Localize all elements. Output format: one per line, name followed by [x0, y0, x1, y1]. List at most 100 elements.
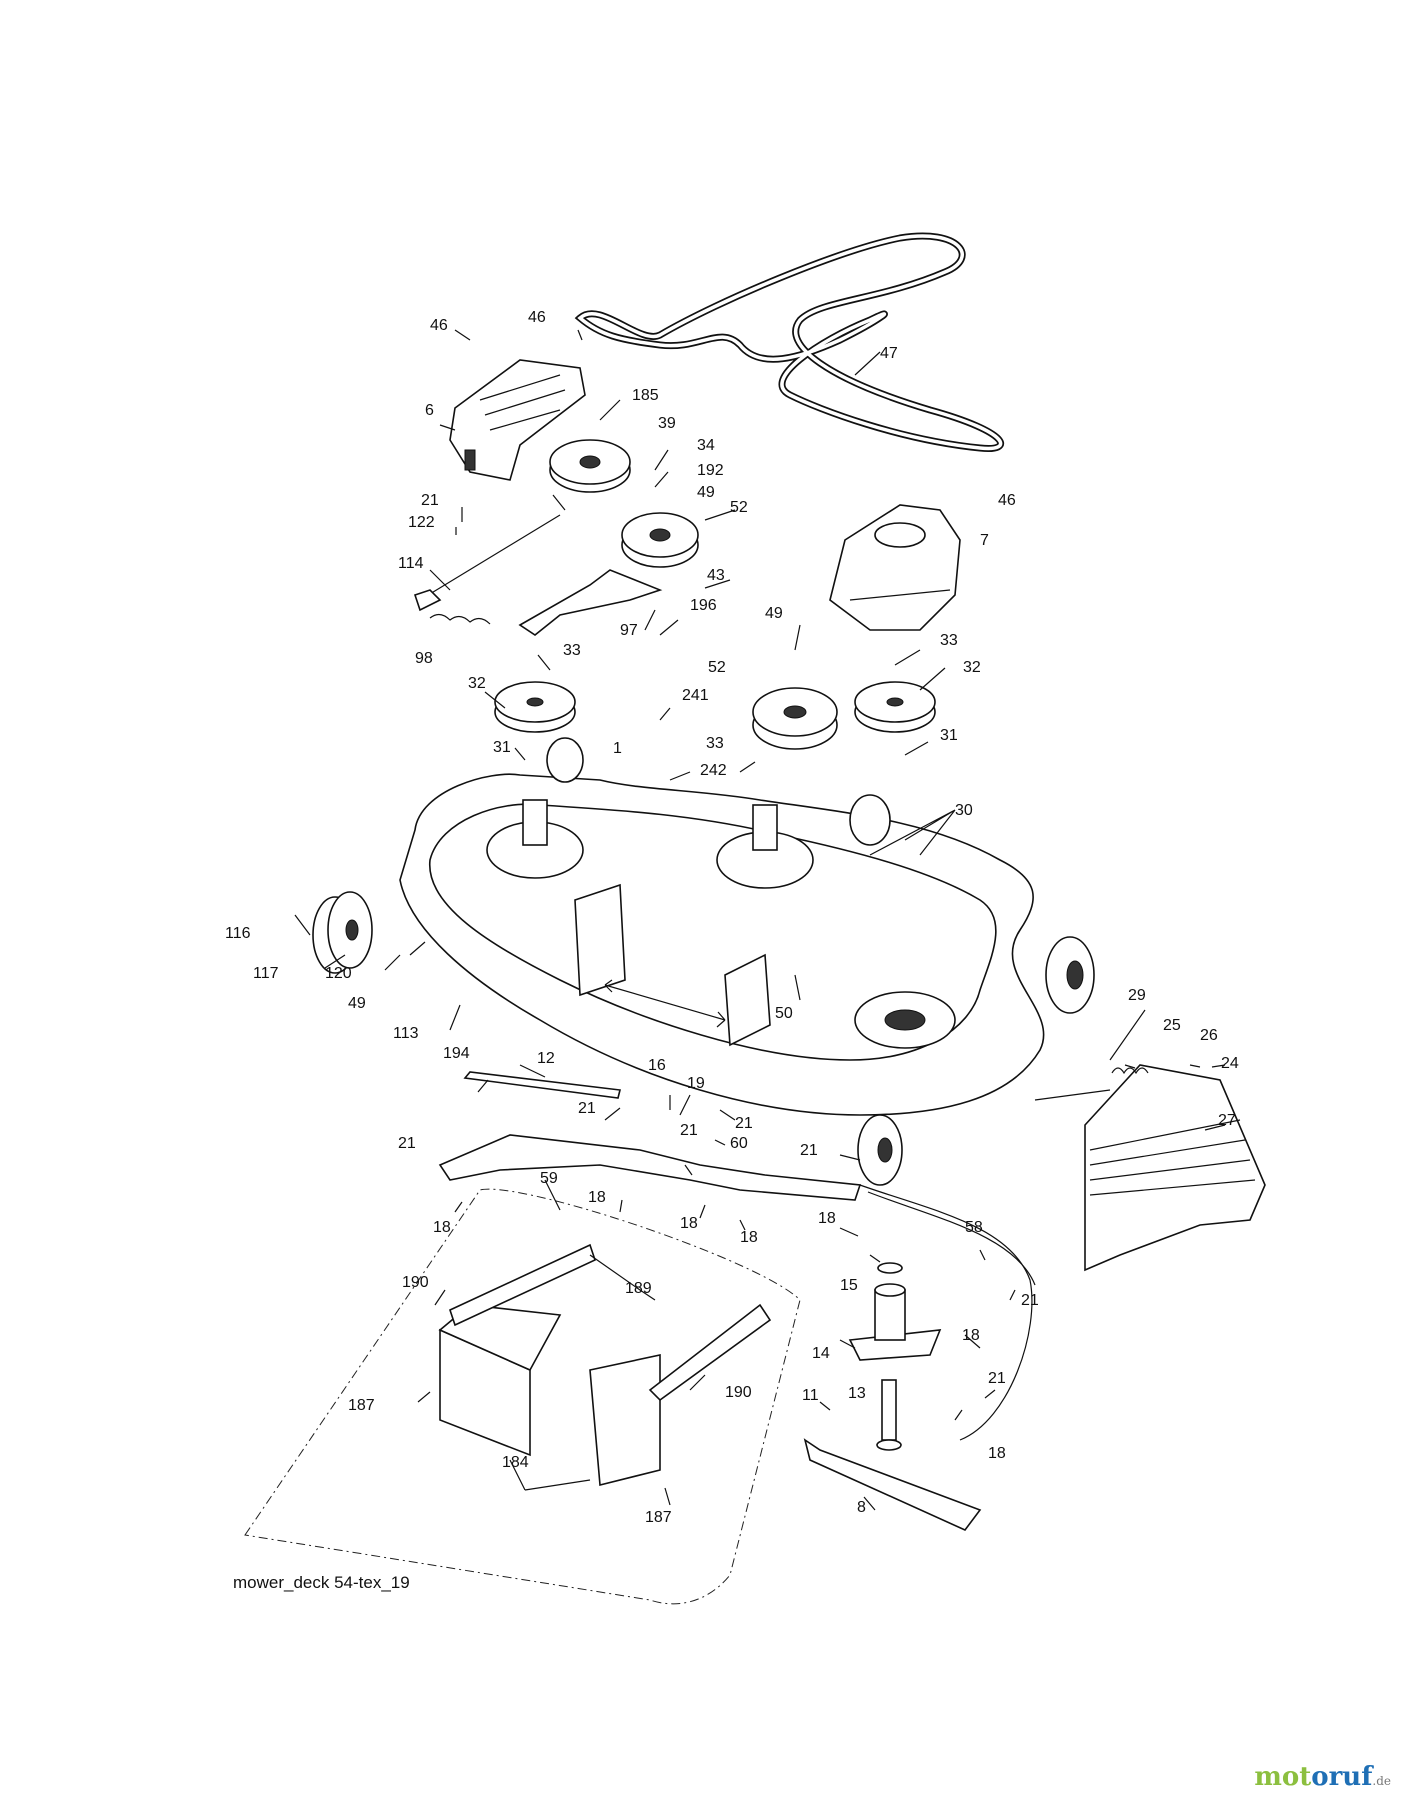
callout-241: 241 [682, 687, 709, 704]
deck-link-59-60 [438, 1134, 862, 1201]
callout-196: 196 [690, 597, 717, 614]
callout-242: 242 [700, 762, 727, 779]
callout-33: 33 [706, 735, 724, 752]
callout-97: 97 [620, 622, 638, 639]
callout-46: 46 [528, 309, 546, 326]
callout-27: 27 [1218, 1112, 1236, 1129]
callout-122: 122 [408, 514, 435, 531]
callout-8: 8 [857, 1499, 866, 1516]
callout-34: 34 [697, 437, 715, 454]
kit-bracket-left [438, 1243, 596, 1457]
callout-29: 29 [1128, 987, 1146, 1004]
drive-belt-47 [574, 232, 1004, 453]
callout-113: 113 [393, 1025, 419, 1042]
callout-116: 116 [225, 925, 251, 942]
callout-25: 25 [1163, 1017, 1181, 1034]
idler-pulley-52-upper [621, 512, 699, 568]
callout-194: 194 [443, 1045, 470, 1062]
idler-pulley-52-lower [752, 687, 838, 750]
callout-labels: 46 46 46 47 6 185 39 34 192 49 52 21 122… [225, 309, 1239, 1526]
callout-7: 7 [980, 532, 989, 549]
callout-31: 31 [940, 727, 958, 744]
callout-31: 31 [493, 739, 511, 756]
callout-leader-lines [294, 329, 1226, 1511]
idler-arm-43 [518, 569, 663, 636]
gauge-wheel-117 [312, 891, 373, 974]
gauge-wheel-front-center [857, 1114, 903, 1186]
spindle-shaft-13 [876, 1379, 902, 1451]
callout-184: 184 [502, 1454, 529, 1471]
callout-185: 185 [632, 387, 659, 404]
callout-18: 18 [818, 1210, 836, 1227]
callout-30: 30 [955, 802, 973, 819]
optional-kit-boundary [244, 1188, 801, 1605]
callout-52: 52 [708, 659, 726, 676]
gauge-wheel-front-right [1045, 936, 1095, 1014]
callout-21: 21 [988, 1370, 1006, 1387]
callout-190: 190 [725, 1384, 752, 1401]
callout-47: 47 [880, 345, 898, 362]
callout-21: 21 [680, 1122, 698, 1139]
gauge-wheel-rear-left [546, 737, 584, 783]
callout-58: 58 [965, 1219, 983, 1236]
spindle-pulley-32-right [854, 681, 936, 733]
callout-49: 49 [765, 605, 783, 622]
callout-32: 32 [963, 659, 981, 676]
callout-46: 46 [430, 317, 448, 334]
belt-cover-right-7 [829, 504, 961, 631]
callout-187: 187 [645, 1509, 672, 1526]
kit-bracket-right [589, 1303, 772, 1487]
callout-43: 43 [707, 567, 725, 584]
callout-52: 52 [730, 499, 748, 516]
callout-33: 33 [563, 642, 581, 659]
washer-15 [877, 1262, 903, 1274]
motoruf-logo[interactable]: motoruf.de [1254, 1762, 1391, 1792]
callout-60: 60 [730, 1135, 748, 1152]
callout-49: 49 [348, 995, 366, 1012]
callout-21: 21 [578, 1100, 596, 1117]
discharge-chute-27 [1084, 1064, 1266, 1272]
callout-18: 18 [740, 1229, 758, 1246]
callout-114: 114 [398, 555, 424, 572]
callout-50: 50 [775, 1005, 793, 1022]
callout-21: 21 [421, 492, 439, 509]
callout-16: 16 [648, 1057, 666, 1074]
callout-19: 19 [687, 1075, 705, 1092]
deck-link-12 [463, 1071, 621, 1099]
callout-33: 33 [940, 632, 958, 649]
blade-11 [803, 1438, 982, 1531]
pulley-39 [549, 439, 631, 493]
callout-21: 21 [1021, 1292, 1039, 1309]
callout-98: 98 [415, 650, 433, 667]
callout-18: 18 [588, 1189, 606, 1206]
callout-12: 12 [537, 1050, 555, 1067]
callout-49: 49 [697, 484, 715, 501]
callout-26: 26 [1200, 1027, 1218, 1044]
rod-29 [1034, 1089, 1111, 1101]
callout-18: 18 [962, 1327, 980, 1344]
callout-14: 14 [812, 1345, 830, 1362]
mower-deck-1 [399, 773, 1045, 1116]
callout-46: 46 [998, 492, 1016, 509]
callout-190: 190 [402, 1274, 429, 1291]
belt-cover-left-6 [449, 359, 586, 481]
callout-18: 18 [680, 1215, 698, 1232]
callout-24: 24 [1221, 1055, 1239, 1072]
callout-187: 187 [348, 1397, 375, 1414]
callout-6: 6 [425, 402, 434, 419]
callout-18: 18 [433, 1219, 451, 1236]
callout-15: 15 [840, 1277, 858, 1294]
callout-192: 192 [697, 462, 724, 479]
callout-1: 1 [613, 740, 622, 757]
rod-114-spring-98 [413, 514, 561, 625]
callout-21: 21 [735, 1115, 753, 1132]
chute-spring-25 [1111, 1067, 1149, 1075]
rear-hanger-58 [859, 1184, 1036, 1441]
spindle-housing-14 [848, 1283, 942, 1361]
callout-39: 39 [658, 415, 676, 432]
callout-189: 189 [625, 1280, 652, 1297]
spindle-pulley-32-left [494, 681, 576, 733]
callout-21: 21 [800, 1142, 818, 1159]
callout-120: 120 [325, 965, 352, 982]
